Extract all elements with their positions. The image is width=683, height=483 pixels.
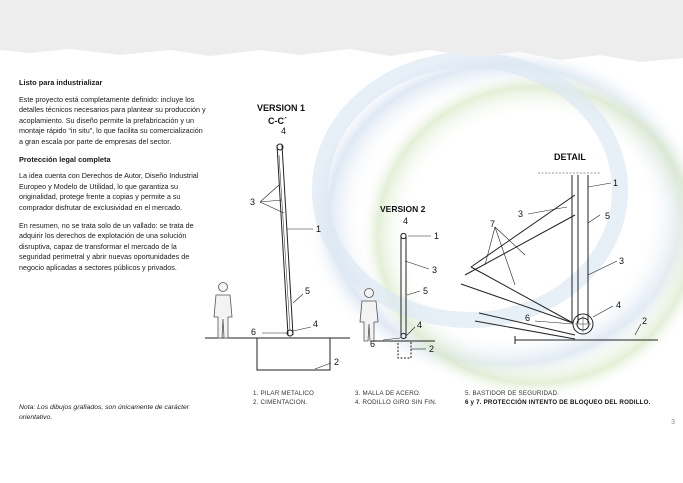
legend-column-2: 3. MALLA DE ACERO. 4. RODILLO GIRO SIN F…	[355, 389, 437, 408]
v1-label-1: 1	[316, 224, 321, 234]
technical-drawings: VERSION 1 C-C´ 4	[205, 103, 658, 371]
legend-item-4: 4. RODILLO GIRO SIN FIN.	[355, 399, 437, 407]
version-1-section: C-C´	[268, 116, 287, 126]
legal-paragraph-2: En resumen, no se trata solo de un valla…	[19, 220, 194, 272]
legend-column-1: 1. PILAR METALICO 2. CIMENTACION.	[253, 389, 314, 408]
detail-label-2: 2	[642, 316, 647, 326]
version-2-drawing: VERSION 2 4 1 3 5	[359, 204, 439, 359]
torn-paper-header	[0, 0, 683, 62]
version-1-drawing: VERSION 1 C-C´ 4	[205, 103, 350, 371]
v2-label-5: 5	[423, 286, 428, 296]
detail-label-4: 4	[616, 300, 621, 310]
v1-label-3: 3	[250, 197, 255, 207]
v2-label-3: 3	[432, 265, 437, 275]
v1-label-6: 6	[251, 327, 256, 337]
detail-label-5: 5	[605, 211, 610, 221]
v2-label-2: 2	[429, 344, 434, 354]
version-2-title: VERSION 2	[380, 204, 426, 214]
legend-item-3: 3. MALLA DE ACERO.	[355, 390, 421, 397]
v1-label-5: 5	[305, 286, 310, 296]
legend-item-6-7: 6 y 7. PROTECCIÓN INTENTO DE BLOQUEO DEL…	[465, 399, 651, 407]
text-column: Listo para industrializar Este proyecto …	[19, 78, 207, 281]
v2-label-4b: 4	[417, 320, 422, 330]
page-number: 3	[671, 419, 675, 426]
legend-item-5: 5. BASTIDOR DE SEGURIDAD.	[465, 390, 560, 397]
v2-label-4: 4	[403, 216, 408, 226]
industrialize-paragraph: Este proyecto está completamente definid…	[19, 94, 206, 146]
v2-label-6: 6	[370, 339, 375, 349]
legend-column-3: 5. BASTIDOR DE SEGURIDAD. 6 y 7. PROTECC…	[465, 389, 651, 408]
v2-label-1: 1	[434, 231, 439, 241]
v1-label-2: 2	[334, 357, 339, 367]
legal-heading: Protección legal completa	[19, 154, 111, 164]
detail-label-3b: 3	[619, 256, 624, 266]
detail-label-7: 7	[490, 219, 495, 229]
human-scale-figure-1	[213, 282, 233, 339]
detail-drawing: DETAIL	[460, 152, 658, 344]
detail-label-1: 1	[613, 178, 618, 188]
version-1-title: VERSION 1	[257, 103, 305, 113]
detail-title: DETAIL	[554, 152, 586, 162]
legal-paragraph-1: La idea cuenta con Derechos de Autor, Di…	[19, 171, 199, 212]
legend-item-1: 1. PILAR METALICO	[253, 390, 315, 397]
drawing-note: Nota: Los dibujos grafiados, son únicame…	[19, 404, 190, 422]
industrialize-heading: Listo para industrializar	[19, 78, 103, 87]
v1-label-4: 4	[281, 126, 286, 136]
detail-label-3: 3	[518, 209, 523, 219]
legend-item-2: 2. CIMENTACION.	[253, 399, 308, 407]
detail-label-6: 6	[525, 313, 530, 323]
human-scale-figure-2	[359, 288, 379, 342]
v1-label-4b: 4	[313, 319, 318, 329]
